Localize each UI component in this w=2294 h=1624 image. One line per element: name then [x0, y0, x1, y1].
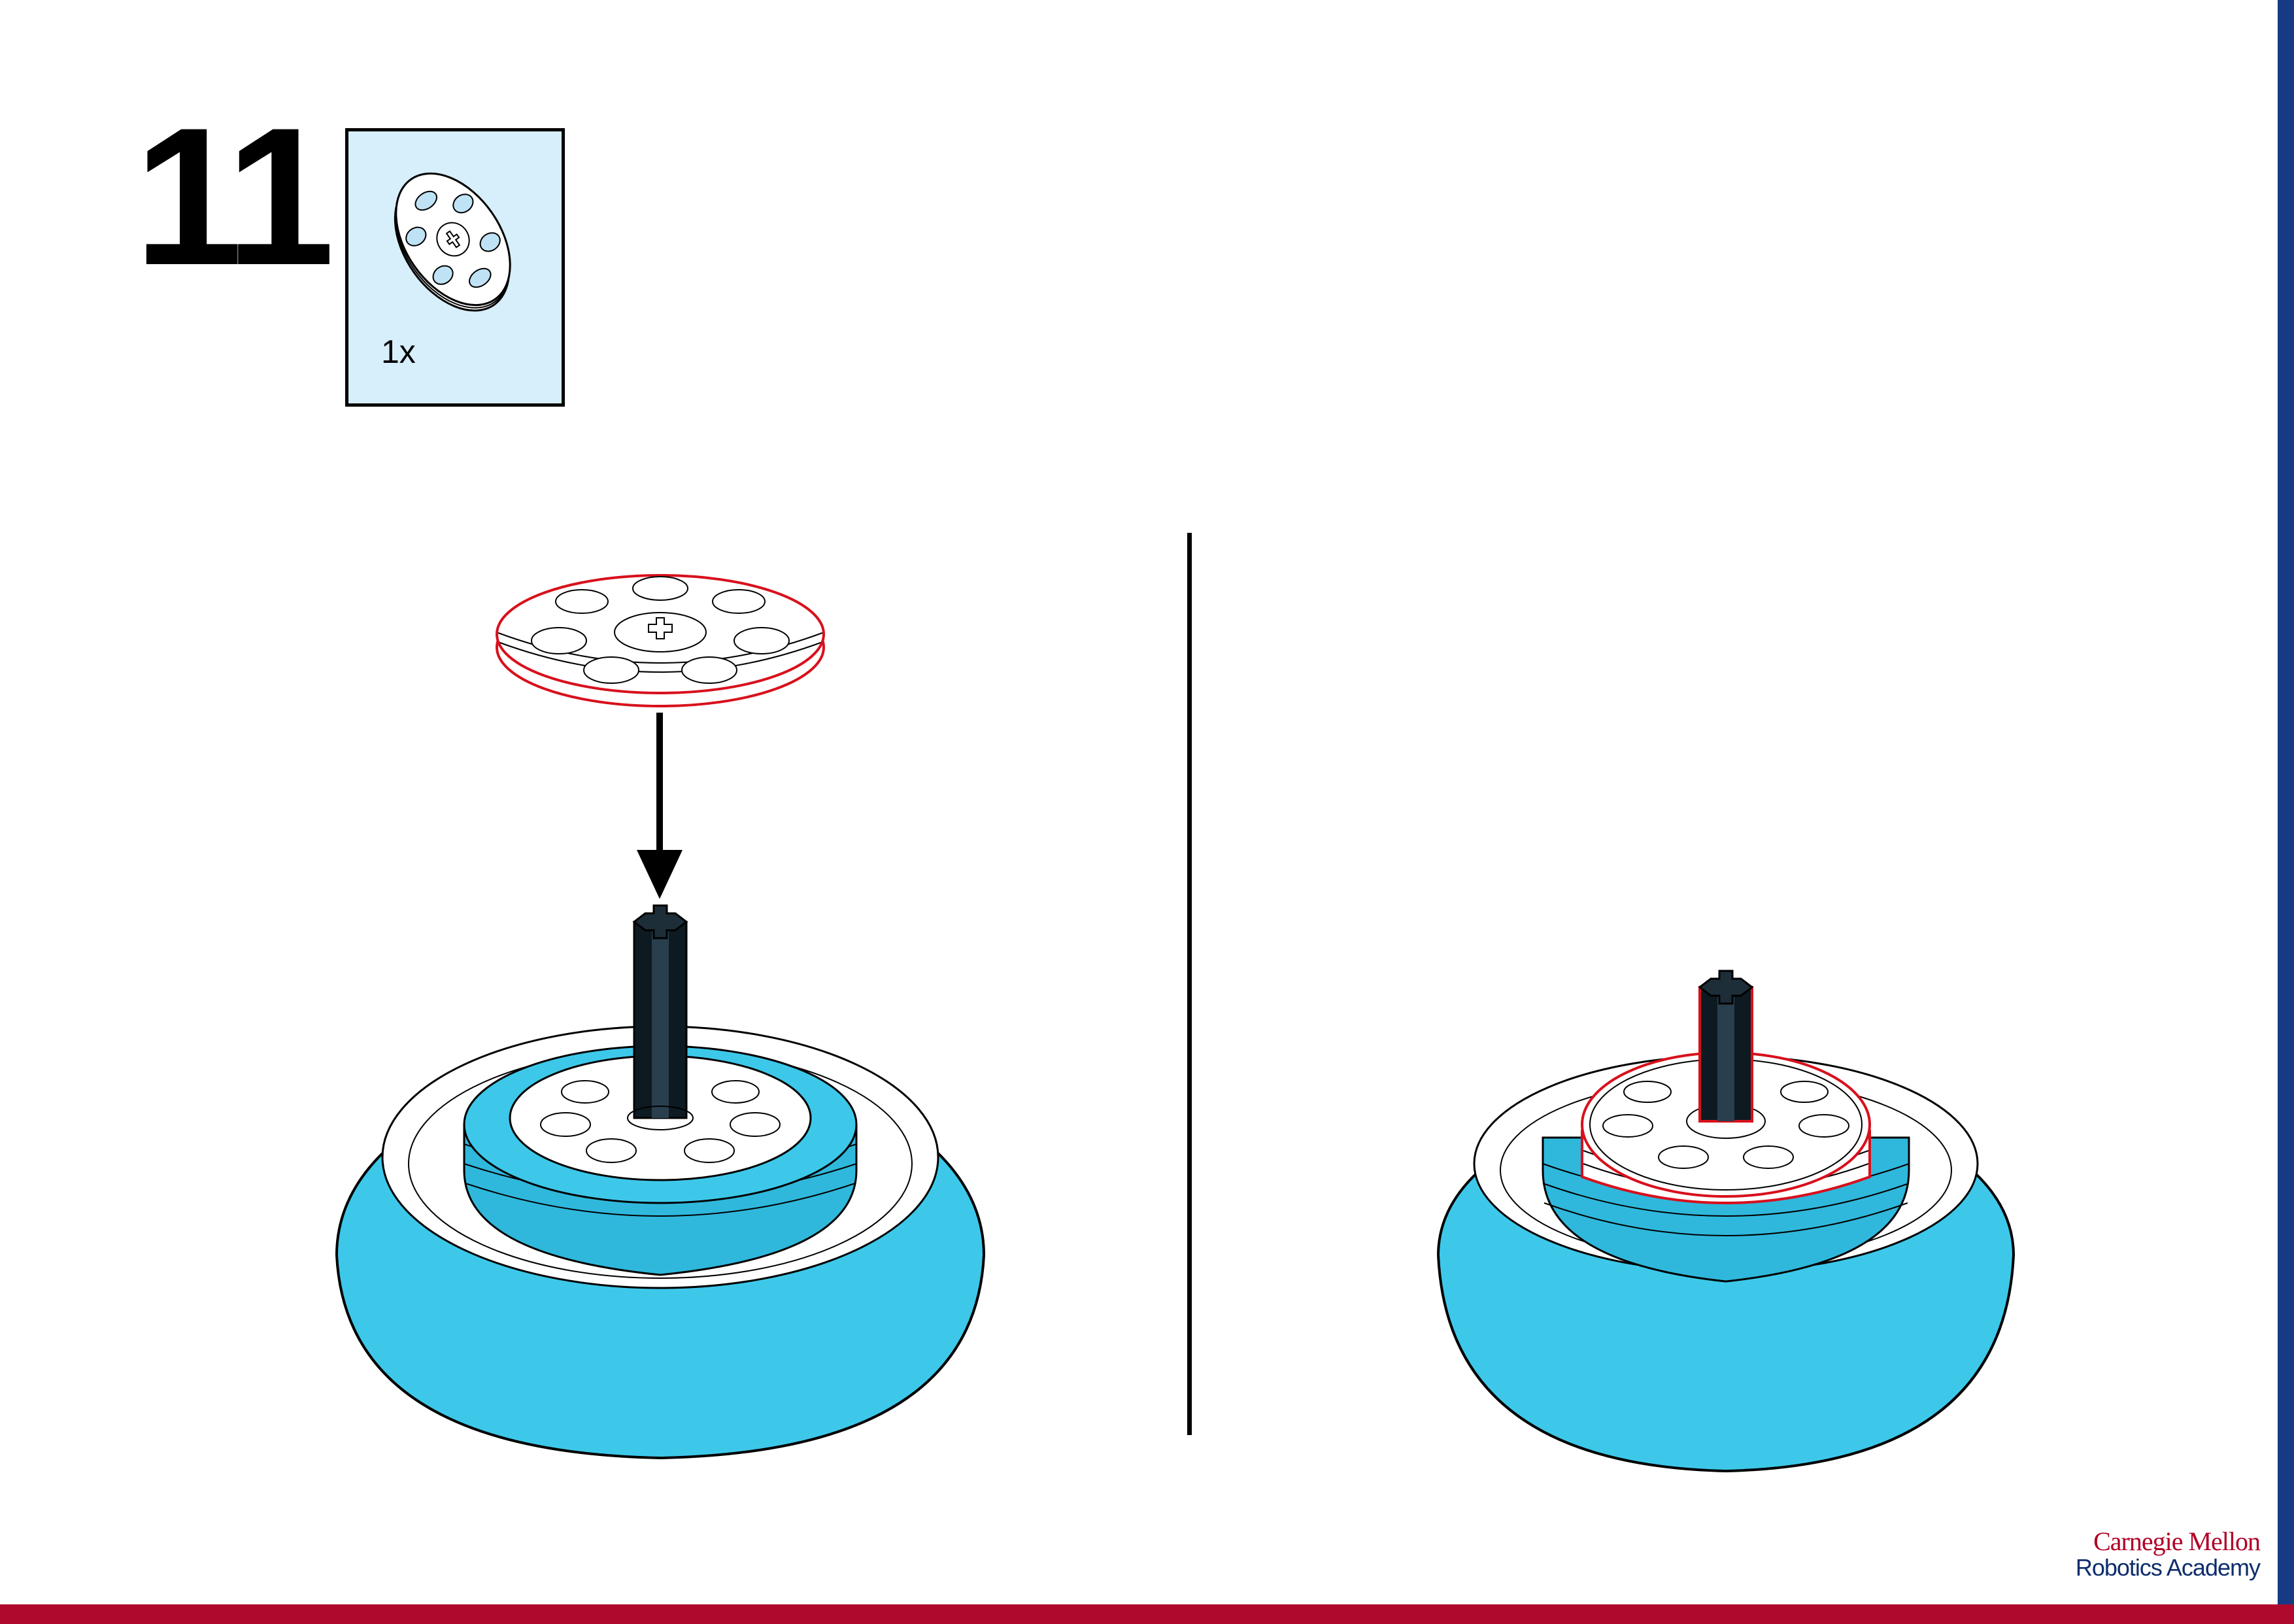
pulley-wheel-icon: [394, 172, 511, 312]
wheel-assembly-complete: [1436, 970, 2016, 1473]
parts-callout: 1x: [345, 128, 565, 407]
bottom-edge-bar: [0, 1604, 2294, 1624]
right-edge-bar: [2278, 0, 2294, 1604]
logo-line-1: Carnegie Mellon: [2093, 1527, 2261, 1556]
pulley-wheel: [496, 574, 825, 707]
assembly-before-illustration: [335, 574, 986, 1460]
down-arrow-icon: [637, 713, 683, 899]
cmu-robotics-academy-logo: Carnegie Mellon Robotics Academy: [2075, 1527, 2261, 1581]
step-number: 11: [134, 86, 335, 306]
part-quantity: 1x: [381, 333, 416, 370]
assembly-after-illustration: [1436, 970, 2016, 1473]
logo-line-2: Robotics Academy: [2075, 1554, 2261, 1581]
wheel-assembly: [335, 904, 986, 1460]
panel-divider: [1187, 533, 1192, 1435]
